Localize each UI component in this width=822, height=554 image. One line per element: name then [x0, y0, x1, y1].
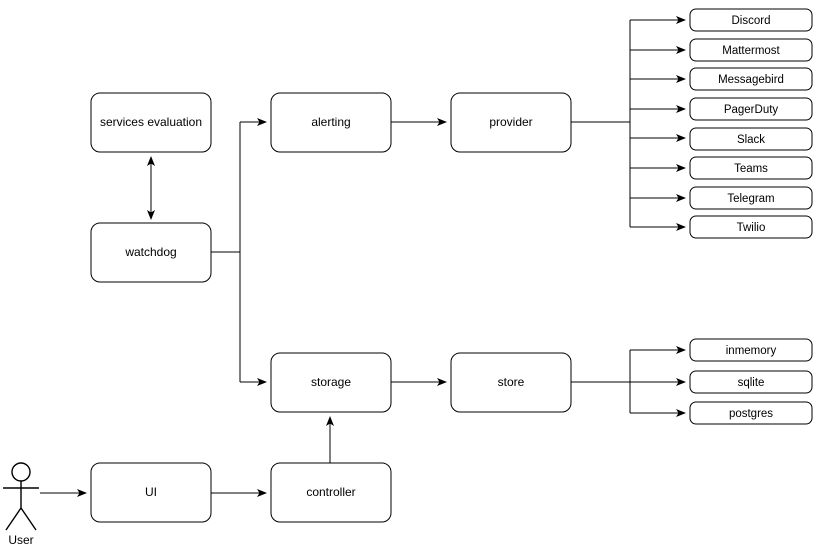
provider-item-teams[interactable]: Teams	[689, 156, 813, 180]
provider-item-telegram-box[interactable]	[689, 186, 813, 210]
node-controller-box[interactable]	[270, 462, 392, 523]
provider-item-discord[interactable]: Discord	[689, 8, 813, 32]
node-controller[interactable]: controller	[270, 462, 392, 523]
store-list: inmemory sqlite postgres	[689, 338, 813, 425]
node-watchdog-label: watchdog	[124, 245, 176, 259]
provider-item-twilio[interactable]: Twilio	[689, 215, 813, 239]
node-storage-box[interactable]	[270, 352, 392, 413]
provider-item-slack-label: Slack	[737, 134, 765, 146]
actor-user-label: User	[8, 533, 33, 547]
actor-head-icon	[11, 462, 31, 482]
node-services-evaluation-label: services evaluation	[100, 115, 202, 129]
provider-item-messagebird-label: Messagebird	[718, 74, 784, 86]
store-item-inmemory[interactable]: inmemory	[689, 338, 813, 362]
provider-item-teams-box[interactable]	[689, 156, 813, 180]
provider-item-pagerduty-box[interactable]	[689, 97, 813, 121]
node-alerting[interactable]: alerting	[270, 92, 392, 153]
node-store-box[interactable]	[450, 352, 572, 413]
provider-item-twilio-label: Twilio	[737, 222, 766, 234]
store-item-sqlite-box[interactable]	[689, 370, 813, 394]
provider-item-telegram-label: Telegram	[727, 193, 774, 205]
node-services-evaluation-box[interactable]	[90, 92, 212, 153]
provider-item-discord-label: Discord	[732, 15, 771, 27]
store-item-inmemory-label: inmemory	[726, 345, 777, 357]
node-storage-label: storage	[311, 375, 351, 389]
node-provider-box[interactable]	[450, 92, 572, 153]
actor-leg-right-icon	[20, 507, 37, 531]
actor-user: User	[3, 462, 39, 547]
node-provider[interactable]: provider	[450, 92, 572, 153]
node-ui-box[interactable]	[90, 462, 212, 523]
provider-item-teams-label: Teams	[734, 163, 768, 175]
store-item-postgres[interactable]: postgres	[689, 401, 813, 425]
provider-item-slack-box[interactable]	[689, 127, 813, 151]
provider-item-slack[interactable]: Slack	[689, 127, 813, 151]
node-alerting-label: alerting	[311, 115, 350, 129]
node-ui[interactable]: UI	[90, 462, 212, 523]
store-item-sqlite[interactable]: sqlite	[689, 370, 813, 394]
node-watchdog-box[interactable]	[90, 222, 212, 283]
node-provider-label: provider	[489, 115, 532, 129]
provider-item-discord-box[interactable]	[689, 8, 813, 32]
provider-item-telegram[interactable]: Telegram	[689, 186, 813, 210]
node-controller-label: controller	[306, 485, 355, 499]
provider-item-pagerduty-label: PagerDuty	[724, 104, 779, 116]
provider-item-pagerduty[interactable]: PagerDuty	[689, 97, 813, 121]
node-storage[interactable]: storage	[270, 352, 392, 413]
provider-item-mattermost-label: Mattermost	[722, 45, 780, 57]
provider-item-messagebird[interactable]: Messagebird	[689, 67, 813, 91]
node-ui-label: UI	[145, 485, 157, 499]
provider-list: Discord Mattermost Messagebird PagerDuty…	[689, 8, 813, 239]
node-services-evaluation[interactable]: services evaluation	[90, 92, 212, 153]
store-item-postgres-label: postgres	[729, 408, 773, 420]
node-store-label: store	[498, 375, 525, 389]
node-alerting-box[interactable]	[270, 92, 392, 153]
actor-leg-left-icon	[5, 507, 22, 531]
provider-item-messagebird-box[interactable]	[689, 67, 813, 91]
provider-item-mattermost-box[interactable]	[689, 38, 813, 62]
node-watchdog[interactable]: watchdog	[90, 222, 212, 283]
store-item-inmemory-box[interactable]	[689, 338, 813, 362]
store-item-postgres-box[interactable]	[689, 401, 813, 425]
store-item-sqlite-label: sqlite	[738, 377, 765, 389]
provider-item-mattermost[interactable]: Mattermost	[689, 38, 813, 62]
provider-item-twilio-box[interactable]	[689, 215, 813, 239]
node-store[interactable]: store	[450, 352, 572, 413]
